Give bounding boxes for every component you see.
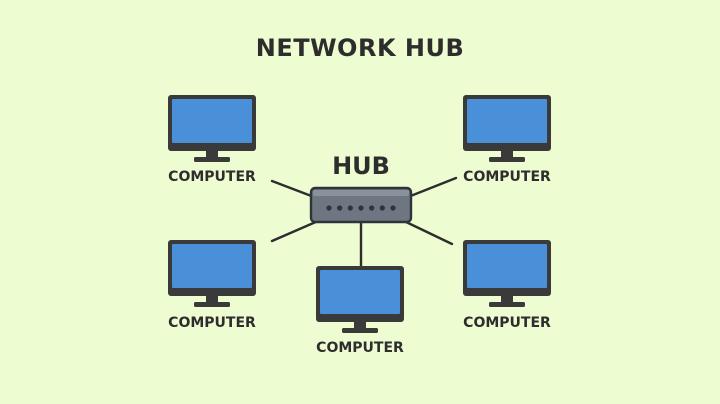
monitor-neck — [501, 296, 513, 303]
hub-port — [390, 205, 396, 211]
hub-ports — [326, 205, 396, 211]
hub-port — [326, 205, 332, 211]
monitor-screen — [467, 244, 547, 288]
monitor-neck — [206, 151, 218, 158]
monitor-screen — [172, 244, 252, 288]
computer-label-top-left: COMPUTER — [168, 169, 256, 185]
hub-port — [337, 205, 343, 211]
monitor-icon — [463, 95, 551, 162]
monitor-screen — [172, 99, 252, 143]
monitor-icon — [168, 95, 256, 162]
monitor-stand — [342, 328, 378, 333]
monitor-icon — [316, 266, 404, 333]
hub-port — [358, 205, 364, 211]
hub-port — [369, 205, 375, 211]
hub-port — [379, 205, 385, 211]
diagram-title: NETWORK HUB — [255, 34, 465, 62]
cable-middle-left — [270, 219, 320, 243]
monitor-stand — [489, 157, 525, 162]
hub-top-edge — [313, 190, 409, 196]
monitor-stand — [489, 302, 525, 307]
computer-label-bottom-center: COMPUTER — [316, 340, 404, 356]
cable-middle-right — [402, 219, 454, 246]
computer-label-middle-left: COMPUTER — [168, 315, 256, 331]
cable-top-left — [270, 179, 316, 199]
hub-port — [347, 205, 353, 211]
monitor-stand — [194, 157, 230, 162]
monitor-neck — [206, 296, 218, 303]
monitor-icon — [168, 240, 256, 307]
monitor-neck — [501, 151, 513, 158]
monitor-screen — [467, 99, 547, 143]
monitor-screen — [320, 270, 400, 314]
monitor-icon — [463, 240, 551, 307]
network-hub-icon — [309, 186, 413, 224]
computer-label-top-right: COMPUTER — [463, 169, 551, 185]
hub-label: HUB — [332, 152, 390, 180]
computer-label-middle-right: COMPUTER — [463, 315, 551, 331]
cable-top-right — [406, 176, 458, 199]
monitor-neck — [354, 322, 366, 329]
hub-body — [309, 186, 413, 224]
monitor-stand — [194, 302, 230, 307]
cables — [270, 176, 458, 268]
